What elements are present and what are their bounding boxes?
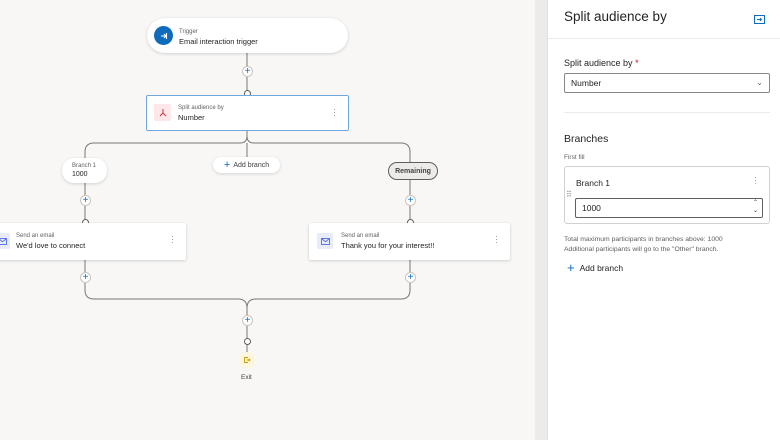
- add-step-button-merge[interactable]: +: [242, 315, 253, 326]
- more-options-icon[interactable]: ···: [492, 235, 502, 244]
- send-email-card-right[interactable]: Send an email Thank you for your interes…: [309, 223, 510, 260]
- email-left-title: We'd love to connect: [16, 241, 86, 250]
- branch-1-pill[interactable]: Branch 1 1000: [62, 158, 107, 183]
- add-step-button-left-lower[interactable]: +: [80, 272, 91, 283]
- header-separator: [548, 38, 780, 39]
- more-options-icon[interactable]: ···: [751, 176, 761, 185]
- trigger-icon: [154, 26, 173, 45]
- branch-count-input[interactable]: 1000 ⌃⌄: [575, 198, 763, 218]
- add-step-button-right-lower[interactable]: +: [405, 272, 416, 283]
- add-branch-button[interactable]: + Add branch: [567, 260, 624, 275]
- branches-heading: Branches: [564, 133, 609, 145]
- split-field-label: Split audience by *: [564, 58, 639, 68]
- split-by-dropdown[interactable]: Number ⌄: [564, 73, 770, 93]
- branch-1-value: 1000: [72, 171, 88, 178]
- branch-count-value: 1000: [582, 203, 601, 213]
- plus-icon: +: [567, 260, 575, 275]
- help-line-2: Additional participants will go to the "…: [564, 246, 719, 253]
- branch-card: Branch 1 ··· 1000 ⌃⌄: [564, 166, 770, 224]
- remaining-label: Remaining: [395, 167, 431, 175]
- trigger-card[interactable]: Trigger Email interaction trigger: [147, 18, 348, 53]
- section-separator: [564, 112, 770, 113]
- exit-icon[interactable]: [239, 352, 255, 368]
- send-email-card-left[interactable]: Send an email We'd love to connect ···: [0, 223, 186, 260]
- more-options-icon[interactable]: ···: [168, 235, 178, 244]
- more-options-icon[interactable]: ···: [330, 108, 340, 117]
- email-right-subtitle: Send an email: [341, 233, 380, 239]
- help-text: Total maximum participants in branches a…: [564, 235, 723, 255]
- journey-canvas[interactable]: Trigger Email interaction trigger + Spli…: [0, 0, 535, 440]
- properties-panel: Split audience by Split audience by * Nu…: [547, 0, 780, 440]
- trigger-title: Email interaction trigger: [179, 37, 258, 46]
- exit-label: Exit: [241, 374, 252, 381]
- add-step-button-left[interactable]: +: [80, 195, 91, 206]
- branch-name: Branch 1: [576, 178, 611, 188]
- trigger-subtitle: Trigger: [179, 29, 198, 35]
- panel-divider[interactable]: [535, 0, 547, 440]
- spin-buttons[interactable]: ⌃⌄: [752, 200, 758, 214]
- email-icon: [317, 233, 333, 249]
- chevron-down-icon: ⌄: [756, 78, 763, 87]
- first-fill-label: First fill: [564, 154, 585, 161]
- split-audience-card[interactable]: Split audience by Number ···: [146, 95, 349, 131]
- branch-1-name: Branch 1: [72, 163, 97, 169]
- plus-icon: +: [223, 159, 231, 171]
- email-right-title: Thank you for your interest!!: [341, 241, 435, 250]
- drag-handle-icon[interactable]: ⠿: [566, 190, 572, 199]
- remaining-pill[interactable]: Remaining: [388, 162, 438, 180]
- email-left-subtitle: Send an email: [16, 233, 55, 239]
- connector-node-merge: [244, 338, 251, 345]
- email-icon: [0, 233, 10, 249]
- add-branch-label: Add branch: [233, 161, 270, 169]
- split-icon: [154, 104, 171, 121]
- add-branch-pill[interactable]: + Add branch: [213, 157, 280, 173]
- split-by-value: Number: [571, 78, 602, 88]
- add-branch-text: Add branch: [579, 263, 624, 273]
- connector-lines: [84, 53, 411, 352]
- collapse-panel-icon[interactable]: [754, 11, 765, 29]
- add-step-button-right[interactable]: +: [405, 195, 416, 206]
- split-subtitle: Split audience by: [178, 105, 224, 111]
- add-step-button[interactable]: +: [242, 66, 253, 77]
- help-line-1: Total maximum participants in branches a…: [564, 236, 723, 243]
- split-title: Number: [178, 113, 205, 122]
- panel-title: Split audience by: [564, 9, 667, 24]
